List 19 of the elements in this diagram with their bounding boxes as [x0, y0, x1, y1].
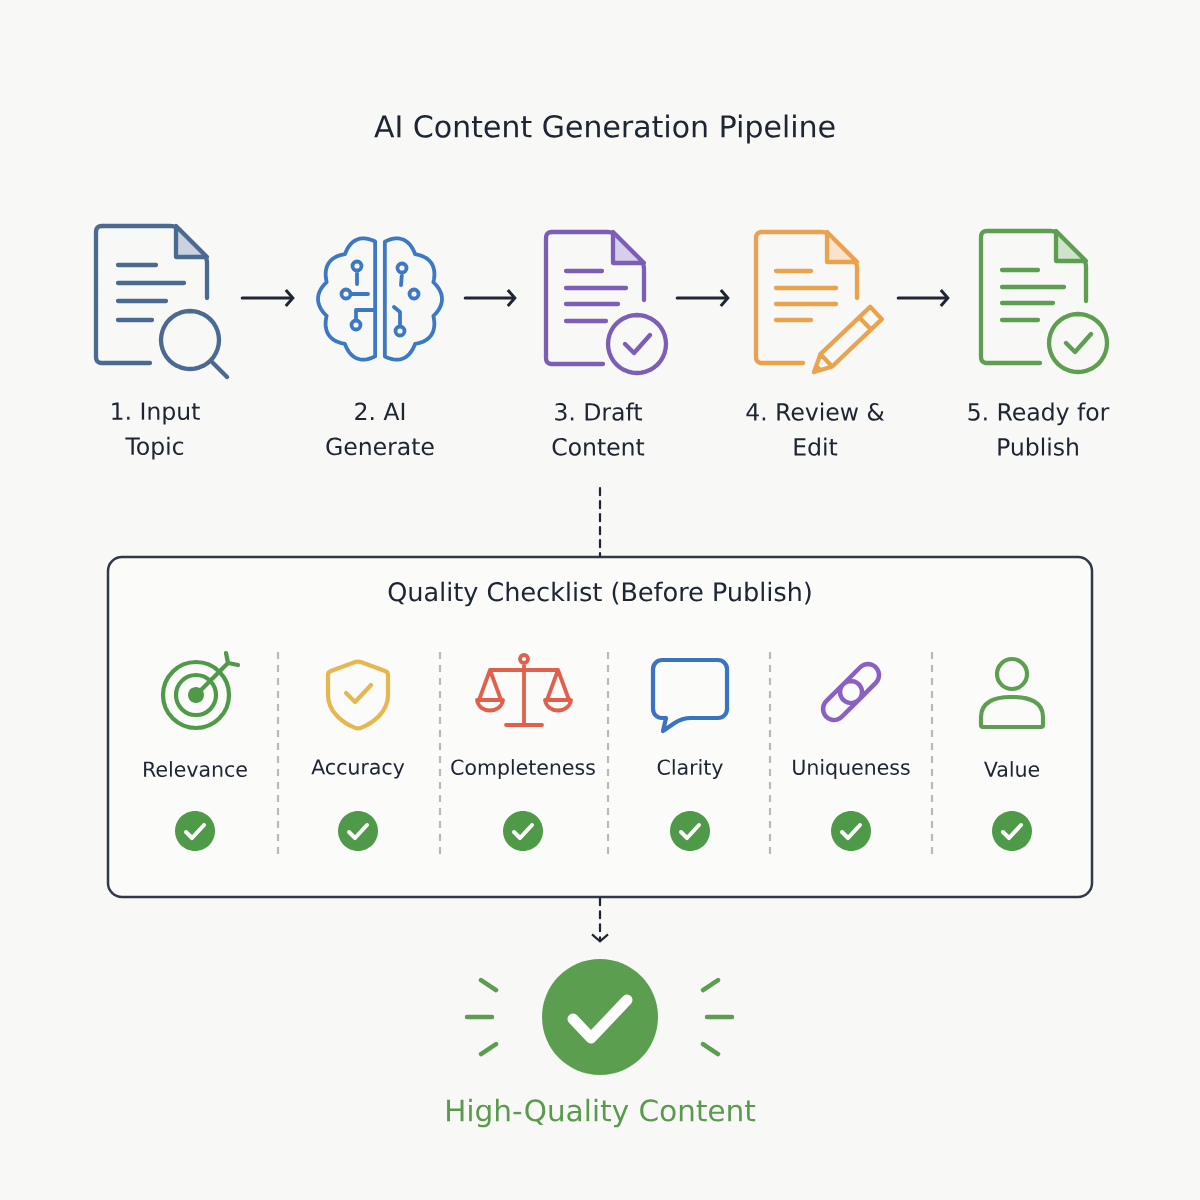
item-label: Uniqueness — [793, 759, 910, 779]
step-label: 5. Ready for Publish — [968, 402, 1110, 456]
arrow — [896, 289, 950, 307]
dashed-connector-line — [598, 487, 602, 557]
dashed-arrow — [591, 897, 609, 943]
item-label: Completeness — [451, 759, 595, 779]
step-label: 4. Review & Edit — [746, 402, 885, 456]
item-label: Clarity — [657, 759, 723, 779]
item-label: Relevance — [144, 761, 247, 777]
title: AI Content Generation Pipeline — [374, 114, 835, 144]
result-label: High-Quality Content — [447, 1098, 756, 1128]
item-label: Value — [984, 761, 1040, 777]
step-label: 1. Input Topic — [112, 402, 200, 460]
step-label: 2. AI Generate — [326, 402, 434, 456]
item-label: Accuracy — [311, 759, 405, 779]
step-label: 3. Draft Content — [552, 402, 645, 456]
arrow — [463, 289, 517, 307]
arrow — [675, 289, 730, 307]
arrow — [240, 289, 295, 307]
